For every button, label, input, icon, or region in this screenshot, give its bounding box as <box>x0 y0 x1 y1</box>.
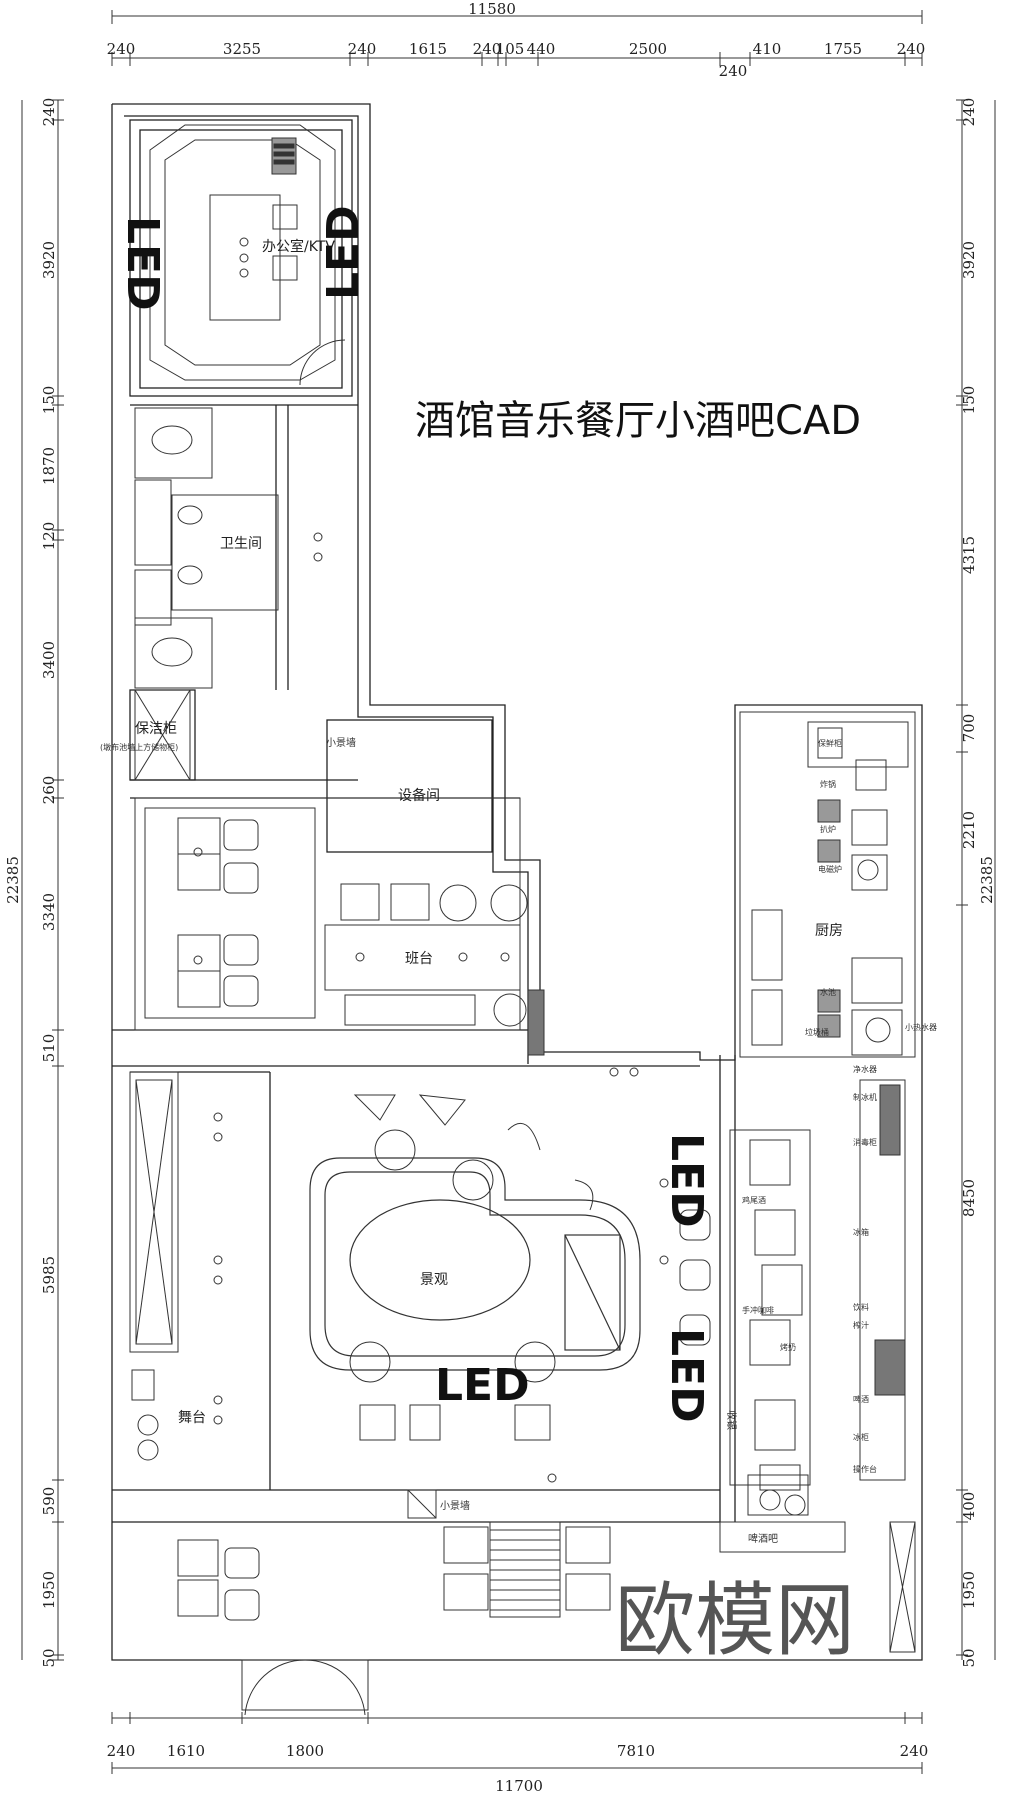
dim-left-segment: 260 <box>40 776 58 805</box>
dim-left-segment: 1950 <box>40 1571 58 1609</box>
dim-left-segment: 3340 <box>40 893 58 931</box>
dim-right-segment: 1950 <box>960 1571 978 1609</box>
kitchen-equipment-label: 饮料 <box>853 1302 869 1312</box>
dim-right-segment: 400 <box>960 1492 978 1521</box>
equipment-room-label: 设备间 <box>398 787 440 804</box>
kitchen-equipment-label: 制冰机 <box>853 1092 877 1102</box>
dim-right-segment: 700 <box>960 714 978 743</box>
office-room-label: 办公室/KTV <box>262 238 335 255</box>
landscape-label: 景观 <box>420 1272 448 1288</box>
kitchen-equipment-label: 榨汁 <box>853 1320 869 1330</box>
dim-right-segment: 150 <box>960 386 978 415</box>
cashier-label: 收银 <box>725 1410 738 1430</box>
led-strip-label: LED <box>435 1360 530 1411</box>
led-strip-label: LED <box>318 205 369 300</box>
kitchen-equipment-label: 水池 <box>820 987 836 997</box>
dim-right-segment: 2210 <box>960 811 978 849</box>
dim-left-total: 22385 <box>4 856 22 904</box>
kitchen-equipment-label: 烤奶 <box>780 1342 796 1352</box>
bar-counter-label: 班台 <box>405 951 433 967</box>
dim-right-segment: 240 <box>960 98 978 127</box>
cleaning-cabinet-label: 保洁柜 <box>135 721 177 737</box>
dim-top-segment: 3255 <box>223 40 261 58</box>
dim-bottom-segment: 240 <box>900 1742 929 1760</box>
kitchen-equipment-label: 扒炉 <box>820 824 836 834</box>
dim-bottom-segment: 7810 <box>617 1742 655 1760</box>
led-strip-label: LED <box>661 1328 712 1423</box>
front-area <box>177 1489 846 1716</box>
dim-left-segment: 3920 <box>40 241 58 279</box>
dim-top-segment: 105 <box>496 40 525 58</box>
small-scene-wall-label: 小景墙 <box>326 736 356 749</box>
kitchen-equipment-label: 炸锅 <box>820 779 836 789</box>
walls <box>111 103 923 1661</box>
drawing-title: 酒馆音乐餐厅小酒吧CAD <box>415 398 861 444</box>
kitchen-equipment-label: 电磁炉 <box>818 864 842 874</box>
led-strip-label: LED <box>661 1133 712 1228</box>
dim-top-segment: 240 <box>348 40 377 58</box>
dim-top-segment: 410 <box>753 40 782 58</box>
dim-left-segment: 50 <box>40 1648 58 1667</box>
kitchen-label: 厨房 <box>815 923 843 939</box>
dim-top-segment: 240 <box>473 40 502 58</box>
dim-bottom-total: 11700 <box>495 1777 543 1795</box>
toilet-block <box>134 407 279 781</box>
dim-right-segment: 50 <box>960 1648 978 1667</box>
kitchen-equipment-label: 手冲咖啡 <box>742 1305 774 1315</box>
led-strip-label: LED <box>117 216 168 311</box>
dimension-lines <box>21 10 996 1774</box>
dim-top-segment: 1615 <box>409 40 447 58</box>
dim-right-segment: 3920 <box>960 241 978 279</box>
dim-top-segment: 1755 <box>824 40 862 58</box>
dim-top-segment: 240 <box>107 40 136 58</box>
beer-bar-label: 啤酒吧 <box>748 1533 778 1545</box>
dim-right-total: 22385 <box>978 856 996 904</box>
kitchen-equipment-label: 小热水器 <box>905 1022 937 1032</box>
kitchen-equipment-label: 冰箱 <box>853 1227 869 1237</box>
office-ktv <box>149 124 346 386</box>
kitchen-equipment-label: 消毒柜 <box>853 1137 877 1147</box>
dim-left-segment: 590 <box>40 1487 58 1516</box>
dim-bottom-segment: 1610 <box>167 1742 205 1760</box>
kitchen-equipment-label: 保鲜柜 <box>818 738 842 748</box>
bar-area <box>134 797 545 1056</box>
watermark-logo: 欧模网 <box>615 1574 855 1667</box>
kitchen-equipment-label: 净水器 <box>853 1064 877 1074</box>
dim-left-segment: 120 <box>40 522 58 551</box>
small-scene-wall-label: 小景墙 <box>440 1499 470 1512</box>
landscape-island <box>309 1157 641 1371</box>
cleaning-cabinet-note: (墩布池墙上方储物柜) <box>100 742 178 752</box>
dim-right-segment: 8450 <box>960 1179 978 1217</box>
kitchen-equipment-label: 垃圾桶 <box>805 1027 829 1037</box>
dim-bottom-segment: 240 <box>107 1742 136 1760</box>
dim-left-segment: 150 <box>40 386 58 415</box>
dining-chairs <box>349 1094 711 1441</box>
dim-top-under: 240 <box>719 62 748 80</box>
dim-left-segment: 3400 <box>40 641 58 679</box>
kitchen-equipment-label: 操作台 <box>853 1464 877 1474</box>
kitchen-equipment-label: 鸡尾酒 <box>742 1195 766 1205</box>
dim-bottom-segment: 1800 <box>286 1742 324 1760</box>
dim-top-segment: 440 <box>527 40 556 58</box>
stage <box>129 1071 179 1461</box>
dim-left-segment: 5985 <box>40 1256 58 1294</box>
dim-top-total: 11580 <box>468 0 516 18</box>
ceiling-lights <box>193 237 669 1483</box>
kitchen-equipment-label: 冰柜 <box>853 1432 869 1442</box>
dim-right-segment: 4315 <box>960 536 978 574</box>
dim-left-segment: 240 <box>40 98 58 127</box>
dim-top-segment: 240 <box>897 40 926 58</box>
stage-label: 舞台 <box>178 1410 206 1426</box>
dim-left-segment: 510 <box>40 1034 58 1063</box>
toilet-room-label: 卫生间 <box>220 536 262 552</box>
kitchen <box>729 711 916 1653</box>
dim-left-segment: 1870 <box>40 447 58 485</box>
kitchen-equipment-label: 啤酒 <box>853 1394 869 1404</box>
dim-top-segment: 2500 <box>629 40 667 58</box>
